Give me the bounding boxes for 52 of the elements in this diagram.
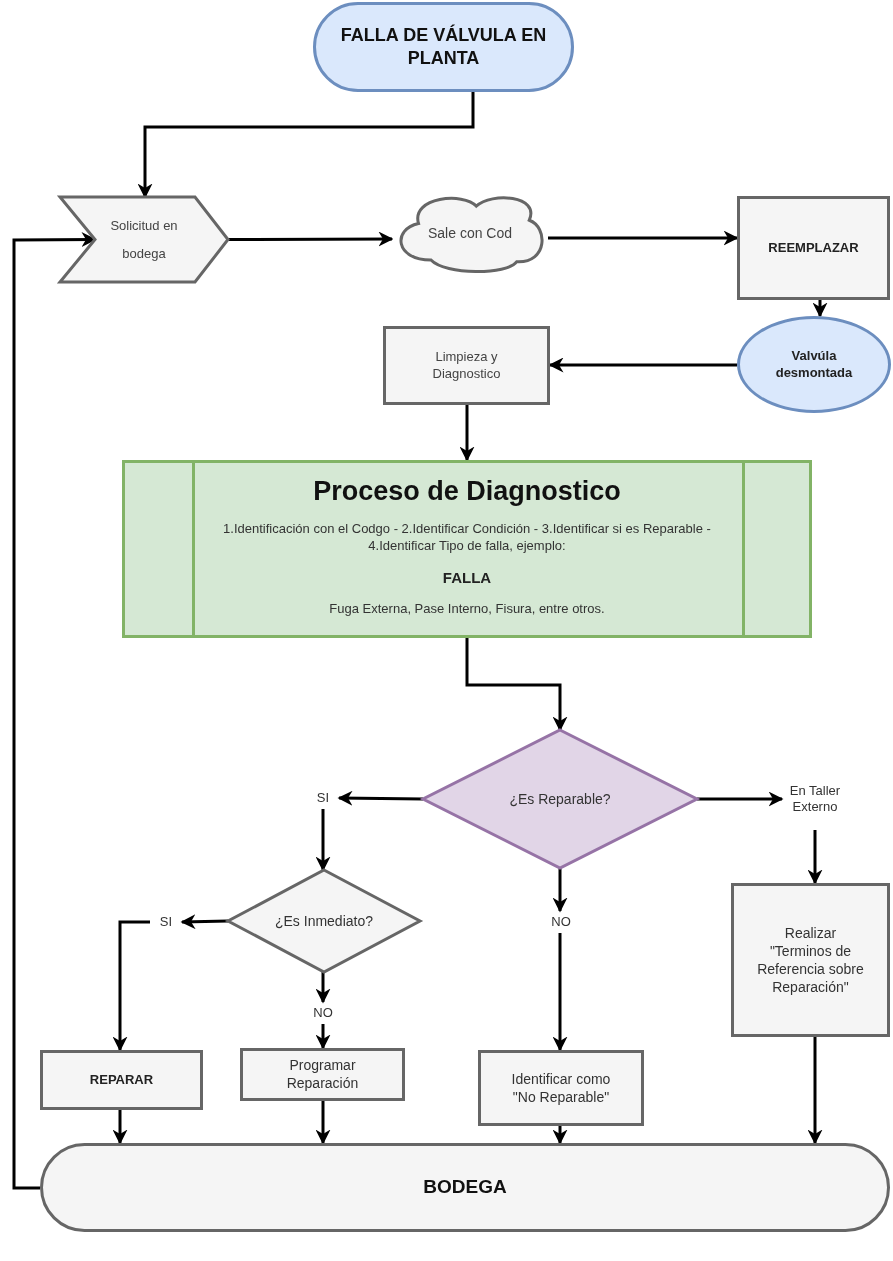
node-label: Realizar "Terminos de Referencia sobre Reparación" — [756, 923, 865, 997]
arrow — [315, 809, 331, 872]
arrow — [465, 638, 568, 732]
arrow — [315, 1024, 331, 1050]
arrow — [337, 790, 423, 806]
process-description: 1.Identificación con el Codgo - 2.Identificar Condición - 3.Identificar si es Reparable - 4.Identificar Tipo de falla, ejemplo: — [222, 521, 712, 556]
node-label: Programar Reparación — [285, 1057, 360, 1092]
arrow — [807, 830, 823, 885]
arrow — [552, 868, 568, 913]
node-label: Valvúla desmontada — [774, 348, 854, 381]
arrow — [112, 920, 150, 1052]
node-label: Limpieza y Diagnostico — [431, 349, 502, 382]
process-box — [731, 883, 890, 1037]
failure-heading: FALLA — [442, 569, 492, 588]
branch-label: SI — [150, 911, 182, 933]
node-label: Sale con Cod — [427, 224, 513, 243]
decision-diamond — [423, 730, 697, 868]
failure-examples: Fuga Externa, Pase Interno, Fisura, entre otros. — [329, 601, 605, 617]
arrow — [315, 1101, 331, 1145]
arrow — [228, 231, 394, 247]
arrow — [315, 972, 331, 1004]
branch-label: En Taller Externo — [782, 768, 848, 830]
request-chevron — [60, 197, 228, 282]
branch-label: NO — [543, 911, 579, 933]
node-label: Identificar como "No Reparable" — [510, 1069, 612, 1107]
branch-label: NO — [305, 1002, 341, 1024]
node-label: FALLA DE VÁLVULA EN PLANTA — [339, 23, 548, 70]
node-label: REEMPLAZAR — [768, 240, 859, 256]
arrow — [112, 1110, 128, 1145]
process-box — [737, 196, 890, 300]
subprocess-box — [122, 460, 812, 638]
decision-diamond — [228, 870, 420, 972]
node-label: BODEGA — [423, 1176, 507, 1199]
process-box — [478, 1050, 644, 1126]
arrow — [697, 791, 784, 807]
node-label: ¿Es Reparable? — [509, 790, 611, 808]
node-label: ¿Es Inmediato? — [274, 912, 374, 930]
arrow — [548, 230, 739, 246]
arrow — [459, 405, 475, 462]
arrow — [812, 300, 828, 318]
process-title: Proceso de Diagnostico — [313, 475, 621, 508]
process-box — [40, 1050, 203, 1110]
arrow — [552, 1126, 568, 1145]
arrow — [548, 357, 737, 373]
process-box — [383, 326, 550, 405]
node-label: Solicitud en bodega — [109, 217, 179, 263]
arrow — [180, 914, 229, 930]
branch-label: SI — [307, 787, 339, 809]
arrow — [552, 933, 568, 1052]
process-box — [240, 1048, 405, 1101]
node-label: REPARAR — [89, 1072, 154, 1088]
arrow — [807, 1037, 823, 1145]
